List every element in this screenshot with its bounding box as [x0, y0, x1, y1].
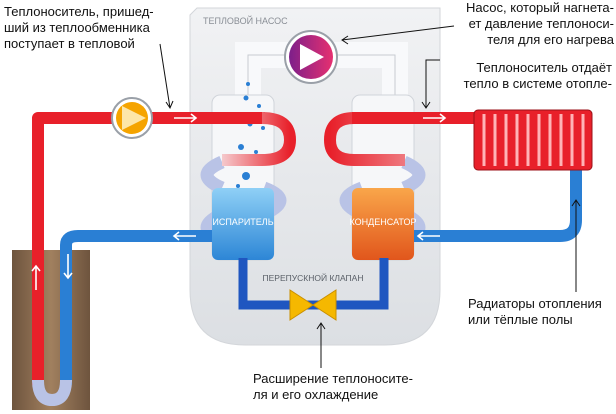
radiators-caption: Радиаторы отопления или тёплые полы — [468, 296, 602, 327]
ground-u-bend — [32, 379, 72, 407]
flow-arrow-icon — [31, 113, 447, 290]
heat-pump-title: ТЕПЛОВОЙ НАСОС — [203, 15, 288, 26]
ground-block — [12, 250, 90, 410]
evaporator-label: ИСПАРИТЕЛЬ — [212, 217, 273, 227]
evaporator-inlet-pipe — [222, 112, 297, 166]
heat-release-caption: Теплоноситель отдаёт тепло в системе ото… — [463, 60, 612, 91]
expansion-valve-icon — [289, 289, 337, 321]
radiator-icon — [473, 109, 593, 171]
evaporator-liquid — [212, 188, 274, 260]
condenser-outlet-pipe — [323, 112, 474, 166]
vapor-bubbles — [236, 82, 265, 188]
incoming-fluid-caption: Теплоноситель, пришед- ший из теплообмен… — [4, 4, 154, 51]
compressor-icon — [284, 30, 338, 84]
cold-return-pipe — [60, 230, 212, 385]
condenser-fill — [352, 188, 414, 260]
expansion-caption: Расширение теплоносите- ля и его охлажде… — [253, 371, 413, 402]
bypass-valve-label: ПЕРЕПУСКНОЙ КЛАПАН — [263, 272, 364, 283]
callout-lines — [159, 25, 581, 368]
pump-icon — [111, 97, 153, 139]
pump-caption: Насос, который нагнета- ет давление тепл… — [466, 0, 614, 47]
condenser-label: КОНДЕНСАТОР — [350, 217, 417, 227]
